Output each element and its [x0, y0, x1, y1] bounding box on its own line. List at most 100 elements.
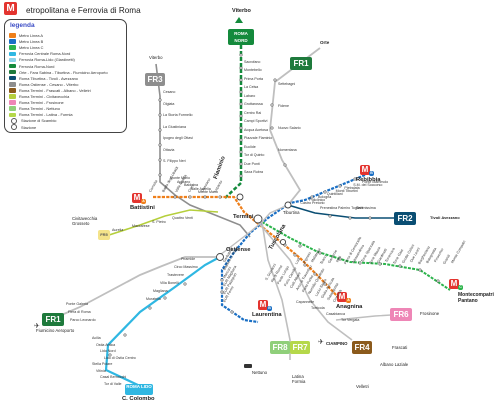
- station-label[interactable]: Quattro Venti: [172, 216, 193, 220]
- station-label[interactable]: Tor di Valle: [104, 381, 122, 386]
- station-label[interactable]: Campi Sportivi: [244, 119, 268, 123]
- fr7-badge[interactable]: FR7: [290, 341, 310, 354]
- station-label[interactable]: Lido di Ostia Centro: [104, 355, 136, 360]
- station-label[interactable]: S. Pietro: [152, 220, 166, 224]
- terminal-tivoli[interactable]: Tivoli Avezzano: [430, 215, 460, 220]
- station-label[interactable]: La Giustiniana: [163, 124, 186, 129]
- terminal-fiumicino[interactable]: Fiumicino Aeroporto: [36, 328, 75, 333]
- station-label[interactable]: Ottavia: [163, 147, 175, 152]
- station-label[interactable]: Prenestina: [320, 206, 338, 210]
- station-label[interactable]: Grottarossa: [244, 102, 263, 106]
- station-label[interactable]: Prima Porta: [244, 76, 263, 81]
- terminal-civitavecchia[interactable]: Civitavecchia Grosseto: [72, 216, 98, 226]
- fr1-top-badge[interactable]: FR1: [290, 57, 312, 70]
- station-label[interactable]: Nuovo Salario: [278, 126, 301, 130]
- station-label[interactable]: Monte Mario: [170, 176, 190, 180]
- station-label[interactable]: Bologna: [318, 195, 332, 199]
- terminal-anagnina[interactable]: Anagnina: [336, 304, 363, 310]
- station-label[interactable]: Casal Bernocchi: [100, 375, 127, 379]
- station-label[interactable]: Serenissima: [356, 206, 376, 210]
- station-label[interactable]: Tor di Quinto: [244, 153, 265, 157]
- station-label[interactable]: Torricola: [311, 306, 325, 310]
- terminal-nettuno[interactable]: Nettuno: [252, 370, 268, 375]
- station-label[interactable]: Montebello: [244, 68, 262, 72]
- station-label[interactable]: Magliana: [153, 289, 168, 293]
- terminal-ciampino[interactable]: CIAMPINO: [326, 341, 348, 346]
- terminal-frosinone[interactable]: Frosinone: [420, 311, 440, 316]
- station-label[interactable]: Fiera di Roma: [68, 310, 91, 314]
- station-label[interactable]: Centro Rai: [244, 110, 262, 115]
- station-label[interactable]: Stella Polare: [92, 362, 113, 366]
- station-label[interactable]: Olgiata: [163, 101, 175, 106]
- station-label[interactable]: Balduina: [184, 183, 198, 187]
- station-label[interactable]: La Celsa: [244, 85, 259, 89]
- terminal-colombo[interactable]: C. Colombo: [122, 396, 155, 402]
- fr2-badge[interactable]: FR2: [394, 212, 416, 225]
- station-label[interactable]: Monti Tiburtini: [335, 189, 358, 193]
- terminal-ostiense[interactable]: Ostiense: [226, 247, 251, 253]
- metro-a-badge-battistini[interactable]: M: [132, 193, 142, 203]
- station-label[interactable]: Parco Leonardo: [70, 318, 96, 322]
- fr1-left-badge[interactable]: FR1: [42, 313, 64, 326]
- station-label[interactable]: Pietralata: [344, 186, 360, 190]
- station-label[interactable]: Nomentana: [278, 148, 297, 152]
- station-label[interactable]: Ipogeo degli Ottavi: [163, 136, 193, 140]
- station-label[interactable]: S.M. del Soccorso: [353, 183, 383, 187]
- station-label[interactable]: Maccarese: [132, 224, 150, 228]
- station-label[interactable]: Acqua Acetosa: [244, 127, 268, 132]
- roma-nord-badge[interactable]: ROMA NORD: [228, 29, 254, 45]
- station-label[interactable]: Trastevere: [167, 273, 185, 277]
- station-label[interactable]: Ostia Antica: [96, 342, 116, 347]
- station-label[interactable]: Capannelle: [296, 300, 315, 304]
- station-label[interactable]: Piramide: [181, 257, 196, 261]
- terminal-latina[interactable]: Latina Formia: [292, 374, 306, 384]
- station-label[interactable]: Due Ponti: [244, 161, 260, 166]
- station-label[interactable]: S. Filippo Neri: [163, 159, 186, 163]
- station-label[interactable]: La Storta Formello: [163, 113, 193, 117]
- fr3-badge[interactable]: FR3: [145, 73, 165, 86]
- station-label[interactable]: Vitinia: [96, 368, 106, 373]
- station-label[interactable]: Sacrofano: [244, 59, 261, 64]
- station-label[interactable]: Cesano: [163, 90, 176, 94]
- terminal-orte[interactable]: Orte: [320, 40, 330, 45]
- station-label[interactable]: Appiano: [177, 179, 191, 184]
- terminal-velletri[interactable]: Velletri: [356, 384, 369, 389]
- station-label[interactable]: Piazzale Flaminio: [244, 136, 273, 140]
- terminal-montecompatri[interactable]: Montecompatri Pantano: [458, 292, 494, 304]
- station-label[interactable]: Quintiliani: [326, 192, 343, 196]
- terminal-viterbo-fr3[interactable]: Viterbo: [149, 55, 163, 60]
- station-label[interactable]: Castro Pretorio: [300, 201, 325, 205]
- station-label[interactable]: Aurelia: [112, 228, 124, 232]
- station-label[interactable]: Tor Vergata: [341, 318, 360, 322]
- fr8-badge[interactable]: FR8: [270, 341, 290, 354]
- station-label[interactable]: Palmiro Togliatti: [338, 206, 364, 210]
- station-label[interactable]: Monte Mario: [198, 190, 218, 194]
- metro-b-badge-rebibbia[interactable]: M: [360, 165, 370, 175]
- terminal-albano[interactable]: Albano Laziale: [380, 362, 409, 367]
- station-label[interactable]: Valle Aurelia: [191, 186, 211, 191]
- station-label[interactable]: Acilia: [92, 336, 101, 340]
- terminal-rebibbia[interactable]: Rebibbia: [356, 177, 381, 183]
- station-label[interactable]: Muratella: [146, 297, 161, 301]
- station-label[interactable]: Circo Massimo: [174, 265, 198, 269]
- roma-lido-badge[interactable]: ROMA LIDO: [125, 384, 153, 395]
- fr6-badge[interactable]: FR6: [390, 308, 412, 321]
- fr5-badge[interactable]: FR5: [98, 230, 110, 240]
- terminal-termini[interactable]: Termini: [233, 214, 254, 220]
- metro-c-badge-pantano[interactable]: M: [449, 279, 459, 289]
- station-label[interactable]: Ponte Mammolo: [362, 180, 389, 184]
- terminal-viterbo[interactable]: Viterbo: [232, 8, 251, 14]
- station-label[interactable]: Saxa Rubra: [244, 170, 263, 174]
- station-label[interactable]: Ponte Galeria: [66, 302, 88, 306]
- terminal-tiburtina[interactable]: Tiburtina: [283, 210, 300, 215]
- metro-a-badge-anagnina[interactable]: M: [337, 292, 347, 302]
- metro-b-badge-laurentina[interactable]: M: [258, 300, 268, 310]
- station-label[interactable]: Settebagni: [278, 82, 296, 86]
- station-label[interactable]: Lido Nord: [100, 349, 116, 353]
- terminal-battistini[interactable]: Battistini: [130, 205, 155, 211]
- station-label[interactable]: Labaro: [244, 93, 256, 98]
- station-label[interactable]: Casabianca: [326, 312, 345, 316]
- station-label[interactable]: Policlinico: [309, 198, 326, 202]
- fr4-badge[interactable]: FR4: [352, 341, 372, 354]
- station-label[interactable]: Fidene: [278, 104, 289, 108]
